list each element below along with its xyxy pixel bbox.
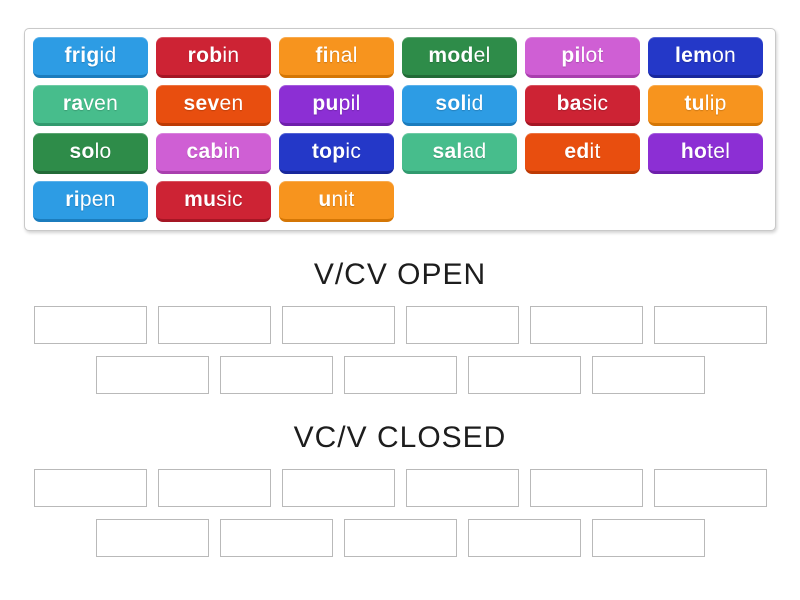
tile-syllable-rest: sic (581, 92, 609, 115)
tile-syllable-rest: lip (704, 92, 727, 115)
tile-syllable-bold: mod (428, 44, 474, 67)
tile-syllable-bold: mu (184, 188, 217, 211)
drop-slot[interactable] (467, 356, 581, 394)
drop-slot[interactable] (343, 356, 457, 394)
tile-syllable-rest: pen (79, 188, 116, 211)
tile-syllable-rest: in (222, 44, 240, 67)
tile-syllable-rest: on (712, 44, 737, 67)
slot-row (0, 469, 800, 507)
slot-row (0, 306, 800, 344)
tile-syllable-bold: sev (183, 92, 220, 115)
drop-slot[interactable] (405, 306, 519, 344)
drop-slot[interactable] (281, 469, 395, 507)
tile-syllable-rest: ad (462, 140, 487, 163)
drop-slot[interactable] (33, 306, 147, 344)
group-vcv-open: V/CV OPEN (0, 258, 800, 394)
drop-slot[interactable] (157, 469, 271, 507)
drop-slot[interactable] (219, 519, 333, 557)
drop-slot[interactable] (219, 356, 333, 394)
drop-slot[interactable] (591, 519, 705, 557)
tile-syllable-bold: u (318, 188, 332, 211)
tile-syllable-rest: en (219, 92, 244, 115)
tile-syllable-bold: lem (674, 44, 713, 67)
tile-syllable-rest: ic (345, 140, 362, 163)
group-title-open: V/CV OPEN (313, 258, 487, 291)
tile-syllable-rest: ven (83, 92, 119, 115)
tile-syllable-bold: ri (65, 188, 80, 211)
drop-slot[interactable] (281, 306, 395, 344)
tile-syllable-rest: id (466, 92, 484, 115)
drop-slot[interactable] (529, 306, 643, 344)
slot-row (0, 519, 800, 557)
drop-slot[interactable] (343, 519, 457, 557)
tile-syllable-bold: ra (62, 92, 84, 115)
tile-syllable-bold: sal (432, 140, 463, 163)
slot-row (0, 356, 800, 394)
drop-slot[interactable] (529, 469, 643, 507)
tile-syllable-bold: pi (561, 44, 581, 67)
tile-syllable-rest: id (99, 44, 117, 67)
tile-syllable-rest: it (589, 140, 601, 163)
tile-syllable-bold: so (69, 140, 95, 163)
tile-syllable-rest: nal (328, 44, 358, 67)
tile-syllable-bold: frig (64, 44, 100, 67)
tile-syllable-rest: pil (338, 92, 361, 115)
drop-slot[interactable] (653, 306, 767, 344)
drop-slot[interactable] (157, 306, 271, 344)
tile-syllable-bold: fi (315, 44, 329, 67)
drop-slot[interactable] (95, 356, 209, 394)
drop-slot[interactable] (653, 469, 767, 507)
drop-slot[interactable] (33, 469, 147, 507)
group-vcv-closed: VC/V CLOSED (0, 421, 800, 557)
drop-slot[interactable] (405, 469, 519, 507)
tile-syllable-rest: el (473, 44, 491, 67)
tile-syllable-bold: sol (435, 92, 467, 115)
tile-syllable-rest: sic (216, 188, 243, 211)
tile-syllable-rest: in (223, 140, 241, 163)
tile-syllable-bold: cab (186, 140, 224, 163)
tile-syllable-rest: lo (94, 140, 112, 163)
tile-syllable-bold: ho (680, 140, 708, 163)
tile-syllable-rest: tel (707, 140, 731, 163)
tile-syllable-rest: nit (331, 188, 355, 211)
tile-syllable-bold: rob (187, 44, 223, 67)
tile-syllable-bold: pu (312, 92, 339, 115)
drop-slot[interactable] (591, 356, 705, 394)
tile-syllable-bold: ba (556, 92, 582, 115)
tile-syllable-bold: tu (684, 92, 705, 115)
tile-syllable-rest: lot (580, 44, 604, 67)
tile-syllable-bold: top (311, 140, 346, 163)
drop-slot[interactable] (467, 519, 581, 557)
drop-slot[interactable] (95, 519, 209, 557)
group-title-closed: VC/V CLOSED (293, 421, 507, 454)
tile-syllable-bold: ed (564, 140, 590, 163)
